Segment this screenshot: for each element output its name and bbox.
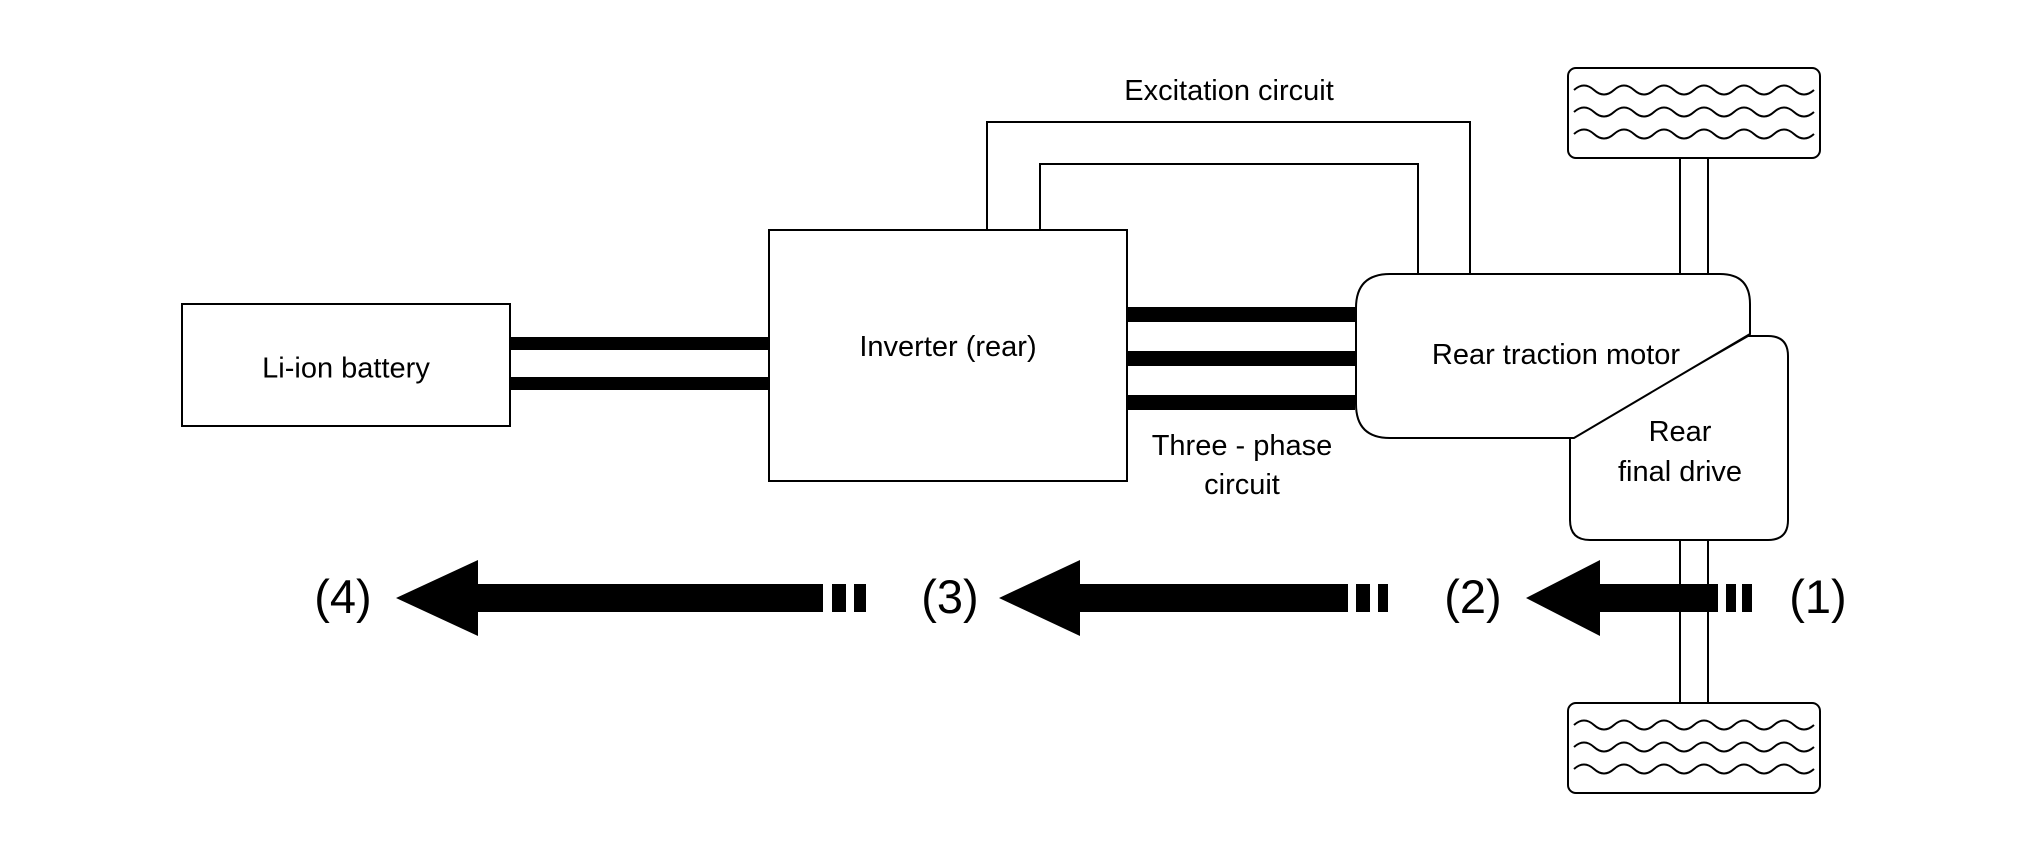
excitation-circuit-label: Excitation circuit xyxy=(1124,75,1334,107)
rear-traction-motor-box xyxy=(1355,273,1751,439)
excitation-circuit-outer-wire xyxy=(986,121,1471,274)
rear-wheel-lower xyxy=(1567,702,1821,794)
inverter-rear-box xyxy=(768,229,1128,482)
flow-step-1-label: (1) xyxy=(1789,570,1846,623)
dc-bus-line-upper xyxy=(510,337,768,350)
li-ion-battery-box xyxy=(181,303,511,427)
flow-step-4-label: (4) xyxy=(314,570,371,623)
three-phase-label-line2: circuit xyxy=(1204,469,1280,501)
inverter-rear-label: Inverter (rear) xyxy=(859,331,1036,363)
rear-traction-motor-label: Rear traction motor xyxy=(1432,339,1681,371)
three-phase-line-3 xyxy=(1127,395,1355,410)
flow-step-3-label: (3) xyxy=(921,570,978,623)
rear-final-drive-label-line1: Rear xyxy=(1649,416,1712,448)
rear-final-drive-box xyxy=(1569,335,1789,541)
dc-bus-line-lower xyxy=(510,377,768,390)
three-phase-line-1 xyxy=(1127,307,1355,322)
flow-step-2-label: (2) xyxy=(1444,570,1501,623)
three-phase-label-line1: Three - phase xyxy=(1152,430,1333,462)
rear-final-drive-label-line2: final drive xyxy=(1618,456,1742,488)
flow-arrow-3-to-4 xyxy=(396,560,866,636)
excitation-circuit-inner-wire xyxy=(1039,163,1419,274)
li-ion-battery-label: Li-ion battery xyxy=(262,353,430,385)
flow-arrow-2-to-3 xyxy=(999,560,1388,636)
rear-wheel-upper xyxy=(1567,67,1821,159)
flow-arrow-1-to-2 xyxy=(1526,560,1752,636)
three-phase-line-2 xyxy=(1127,351,1355,366)
